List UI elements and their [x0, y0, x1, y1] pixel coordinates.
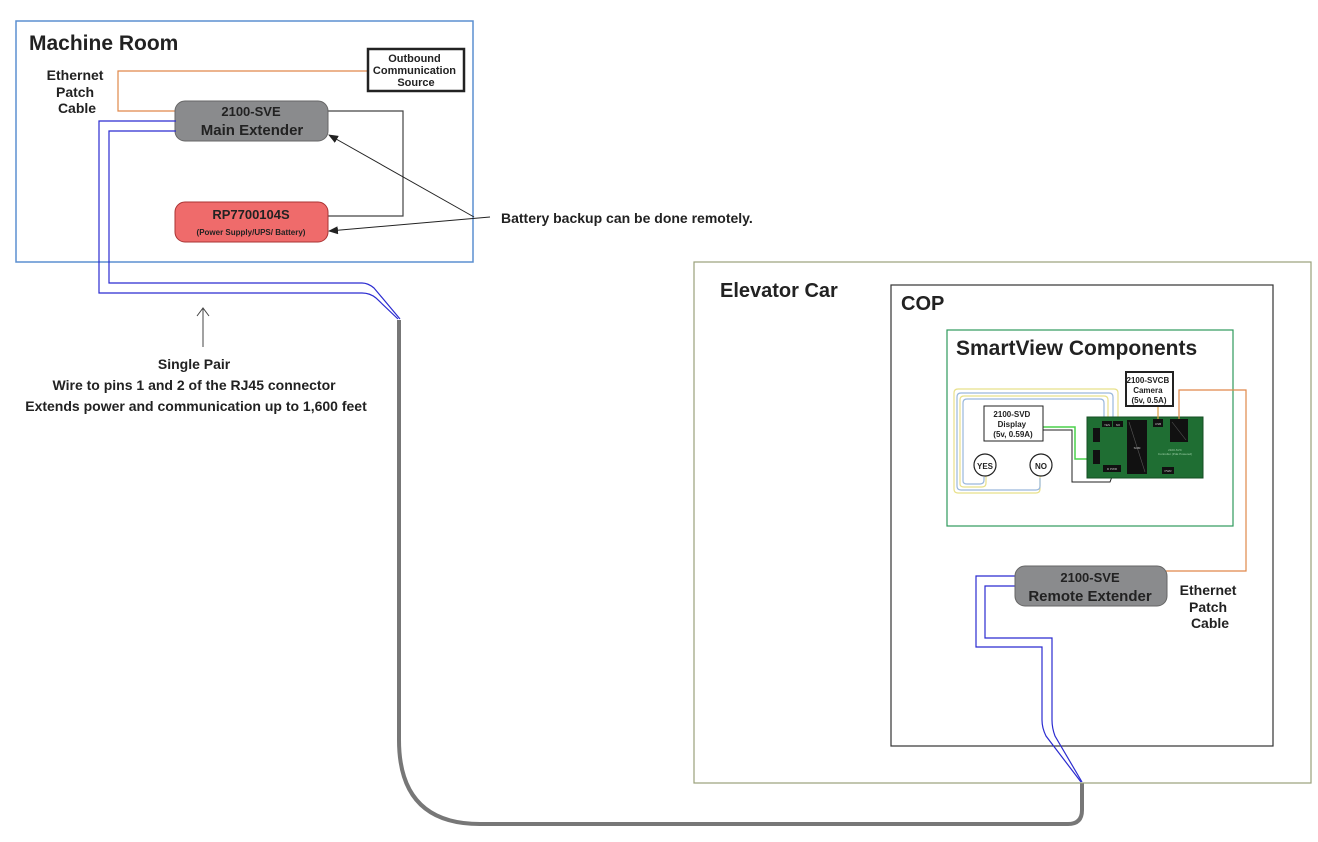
main-extender-device: 2100-SVE Main Extender	[174, 100, 329, 142]
power-supply-device: RP7700104S (Power Supply/UPS/ Battery)	[174, 201, 329, 243]
port-hdmi0	[1093, 450, 1100, 464]
port-no	[1113, 421, 1123, 427]
power-link-wire	[327, 110, 404, 217]
port-pwr	[1162, 467, 1174, 474]
svg-text:2100-SVE: 2100-SVE	[221, 104, 281, 119]
trunk-cable	[397, 320, 1084, 826]
smartview-title: SmartView Components	[956, 337, 1197, 360]
svg-text:USB: USB	[1155, 422, 1161, 426]
display-power-wire	[1042, 429, 1114, 483]
svg-text:SOM: SOM	[1134, 446, 1141, 450]
ethernet-wire-machine-room	[117, 70, 368, 112]
svg-text:D PWR: D PWR	[1107, 467, 1118, 471]
remote-pair-wire-b	[984, 585, 1083, 783]
battery-backup-note: Battery backup can be done remotely.	[501, 210, 753, 226]
button-wire-no-yellow	[953, 388, 1119, 494]
display-device: 2100-SVD Display (5v, 0.59A)	[983, 405, 1044, 442]
ethernet-patch-cable-label-car: Ethernet Patch Cable	[1180, 582, 1241, 631]
battery-arrow-to-power	[328, 216, 491, 235]
svg-text:Outbound Communication: Outbound Communication Source	[373, 53, 459, 89]
elevator-car-title: Elevator Car	[720, 280, 838, 302]
remote-extender-device: 2100-SVE Remote Extender	[1014, 565, 1168, 607]
single-pair-wire-a	[98, 120, 399, 320]
port-hdmi1	[1093, 428, 1100, 442]
outbound-communication-source: Outbound Communication Source	[366, 47, 466, 93]
button-wire-yes-blue	[962, 398, 1105, 485]
svg-text:Main Extender: Main Extender	[201, 122, 304, 139]
svg-text:NO: NO	[1035, 462, 1047, 471]
svg-text:PWR: PWR	[1165, 469, 1173, 473]
smartview-panel	[946, 329, 1234, 527]
button-wire-no-blue	[956, 392, 1114, 491]
svg-text:2100-SVD Display (: 2100-SVD Display (5v, 0.59A)	[993, 410, 1033, 439]
machine-room-panel	[15, 20, 474, 263]
svg-text:RP7700104S: RP7700104S	[212, 207, 290, 222]
svg-text:Controller (PoE Powered): Controller (PoE Powered)	[1158, 452, 1192, 456]
button-wire-yes-yellow	[959, 395, 1109, 488]
cop-title: COP	[901, 293, 944, 315]
single-pair-wire-b	[108, 130, 401, 320]
svg-text:Remote Extender: Remote Extender	[1028, 588, 1152, 605]
svg-text:(Power Supply/UPS/ Battery): (Power Supply/UPS/ Battery)	[197, 228, 306, 237]
port-yes	[1102, 421, 1112, 427]
svg-text:YES: YES	[977, 462, 994, 471]
ethernet-patch-cable-label: Ethernet Patch Cable	[47, 67, 108, 116]
up-arrow-icon	[196, 307, 210, 317]
battery-arrow-to-extender	[328, 134, 475, 218]
camera-device: 2100-SVCB Camera (5v, 0.5A)	[1125, 371, 1174, 407]
controller-board: YES NO SOM USB D PWR PWR 2100-SVC Contro…	[1086, 416, 1204, 479]
svg-text:2100-SVE: 2100-SVE	[1060, 570, 1120, 585]
remote-pair-wire-a	[975, 575, 1082, 783]
yes-button-device: YES	[973, 453, 997, 477]
cop-panel	[890, 284, 1274, 747]
port-usb	[1153, 419, 1163, 427]
single-pair-note: Single Pair Wire to pins 1 and 2 of the …	[25, 356, 367, 414]
machine-room-title: Machine Room	[29, 32, 178, 55]
svg-text:NO: NO	[1116, 423, 1121, 427]
port-dpwr	[1103, 465, 1121, 472]
no-button-device: NO	[1029, 453, 1053, 477]
svg-text:2100-SVCB Camera (: 2100-SVCB Camera (5v, 0.5A)	[1127, 376, 1172, 405]
svg-text:YES: YES	[1104, 423, 1110, 427]
ethernet-wire-elevator	[1166, 389, 1247, 572]
svg-text:2100-SVC: 2100-SVC	[1168, 448, 1183, 452]
elevator-car-panel	[693, 261, 1312, 784]
